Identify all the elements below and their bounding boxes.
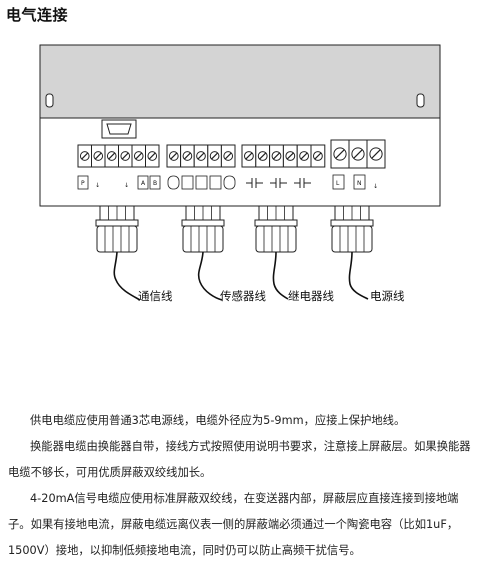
terminal-screw (180, 144, 195, 168)
paragraph-transducer-cable: 换能器电缆由换能器自带，接线方式按照使用说明书要求，注意接上屏蔽层。如果换能器电… (8, 440, 471, 480)
terminal-screw (241, 144, 257, 168)
db9-connector (101, 119, 137, 139)
svg-text:A: A (141, 180, 146, 187)
svg-text:N: N (357, 180, 362, 187)
relay-cable (272, 251, 289, 300)
relay-cable-label: 继电器线 (288, 289, 334, 303)
terminal-screw (282, 144, 298, 168)
svg-text:↓: ↓ (95, 182, 100, 189)
sensor-cable-label: 传感器线 (220, 289, 266, 303)
comm-cable-label: 通信线 (138, 289, 173, 303)
terminal-block-relay (241, 144, 326, 168)
paragraph-power-cable: 供电电缆应使用普通3芯电源线，电缆外径应为5-9mm，应接上保护地线。 (30, 414, 406, 428)
terminal-screw (207, 144, 222, 168)
terminal-screw (131, 144, 146, 168)
terminal-screw (296, 144, 312, 168)
terminal-screw (269, 144, 284, 168)
cable-gland (181, 205, 225, 253)
lid-screw-right (416, 93, 425, 108)
terminal-screw (91, 144, 106, 168)
comm-cable (113, 251, 141, 301)
terminal-screw (366, 139, 386, 169)
paragraph-signal-cable: 4-20mA信号电缆应使用标准屏蔽双绞线，在变送器内部，屏蔽层应直接连接到接地端… (8, 492, 459, 558)
terminal-screw (166, 144, 182, 168)
comm-terminal-marks: P ↓ ↓ A B (77, 175, 161, 190)
wiring-diagram: P ↓ ↓ A B L N ↓ 通信线 传感器线 继电器线 电源线 (39, 44, 441, 303)
sensor-terminal-marks (167, 175, 236, 190)
terminal-screw (145, 144, 160, 168)
lid-screw-left (45, 93, 54, 108)
enclosure-lid (39, 44, 441, 119)
sensor-cable (197, 251, 223, 301)
power-cable-label: 电源线 (370, 289, 405, 303)
power-terminal-marks: L N ↓ (332, 174, 378, 190)
cable-gland (254, 205, 298, 253)
svg-text:L: L (336, 180, 340, 187)
cable-gland (330, 205, 374, 253)
terminal-screw (330, 139, 350, 169)
relay-contact-symbols (246, 178, 311, 188)
terminal-screw (77, 144, 92, 168)
svg-text:B: B (153, 180, 157, 187)
terminal-screw (220, 144, 236, 168)
terminal-screw (310, 144, 326, 168)
terminal-screw (193, 144, 209, 168)
terminal-screw (118, 144, 133, 168)
svg-text:↓: ↓ (373, 183, 378, 190)
terminal-block-power (330, 139, 386, 169)
terminal-screw (348, 139, 368, 169)
terminal-screw (255, 144, 271, 168)
terminal-block-sensor (166, 144, 236, 168)
section-title: 电气连接 (6, 6, 69, 24)
terminal-block-communication (77, 144, 160, 168)
cables (113, 251, 369, 301)
cable-gland (95, 205, 139, 253)
terminal-screw (104, 144, 119, 168)
svg-text:P: P (81, 180, 85, 187)
power-cable (348, 251, 369, 300)
svg-text:↓: ↓ (124, 182, 129, 189)
